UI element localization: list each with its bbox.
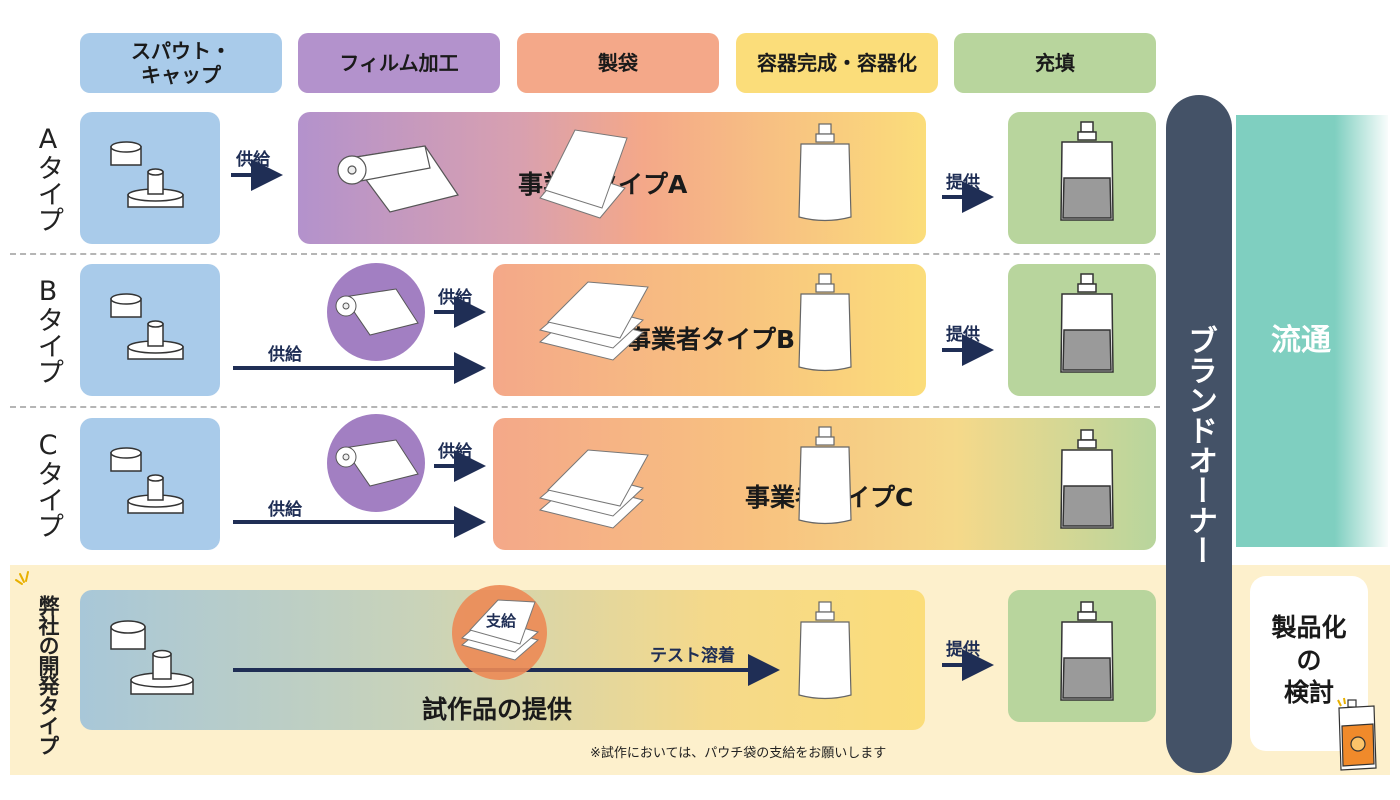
productize-label: 製品化 の 検討: [1271, 613, 1347, 707]
film-roll-icon: [335, 288, 419, 336]
film-roll-icon: [335, 439, 419, 487]
separator-bc: [10, 406, 1160, 408]
brand-owner-bar: [1166, 95, 1232, 773]
distribution-block: [1236, 115, 1388, 547]
sparkle-icon: [15, 571, 29, 585]
bag-sheets-icon: [539, 129, 628, 219]
type-b-label: 事業者タイプB: [626, 325, 796, 354]
header-film-processing: フィルム加工: [298, 33, 500, 93]
spout-cap-icon: [110, 447, 184, 514]
footnote: ※試作においては、パウチ袋の支給をお願いします: [590, 746, 887, 761]
spout-cap-icon: [110, 141, 184, 208]
bag-sheets-icon: [538, 281, 649, 361]
film-roll-icon: [337, 145, 459, 213]
row-label-a: Aタイプ: [32, 124, 64, 232]
header-filling: 充填: [954, 33, 1156, 93]
row-label-b: Bタイプ: [32, 276, 64, 384]
pouch-icon: [798, 426, 852, 525]
brand-owner-label: ブランドオーナー: [1182, 325, 1217, 565]
pouch-icon: [798, 273, 852, 372]
row-label-c: Cタイプ: [32, 430, 64, 538]
separator-ab: [10, 253, 1160, 255]
issue-label: 支給: [486, 612, 517, 630]
header-spout-cap: スパウト・ キャップ: [80, 33, 282, 93]
filled-pouch-icon: [1060, 429, 1114, 529]
row-label-own: 弊社の開発タイプ: [36, 594, 60, 755]
spout-cap-icon: [110, 293, 184, 360]
filled-pouch-icon: [1060, 601, 1114, 701]
bag-sheets-icon: [460, 599, 540, 661]
filled-pouch-icon: [1060, 121, 1114, 221]
supply-label-c-spout: 供給: [268, 500, 302, 520]
bag-sheets-icon: [538, 449, 649, 529]
product-pouch-icon: [1337, 697, 1377, 771]
trial-label: 試作品の提供: [422, 695, 573, 724]
header-container: 容器完成・容器化: [736, 33, 938, 93]
spout-cap-icon: [110, 620, 194, 695]
filled-pouch-icon: [1060, 273, 1114, 373]
test-label: テスト溶着: [650, 646, 735, 666]
supply-label-b-spout: 供給: [268, 345, 302, 365]
header-bag-making: 製袋: [517, 33, 719, 93]
distribution-label: 流通: [1271, 323, 1331, 358]
pouch-icon: [798, 601, 852, 700]
pouch-icon: [798, 123, 852, 222]
